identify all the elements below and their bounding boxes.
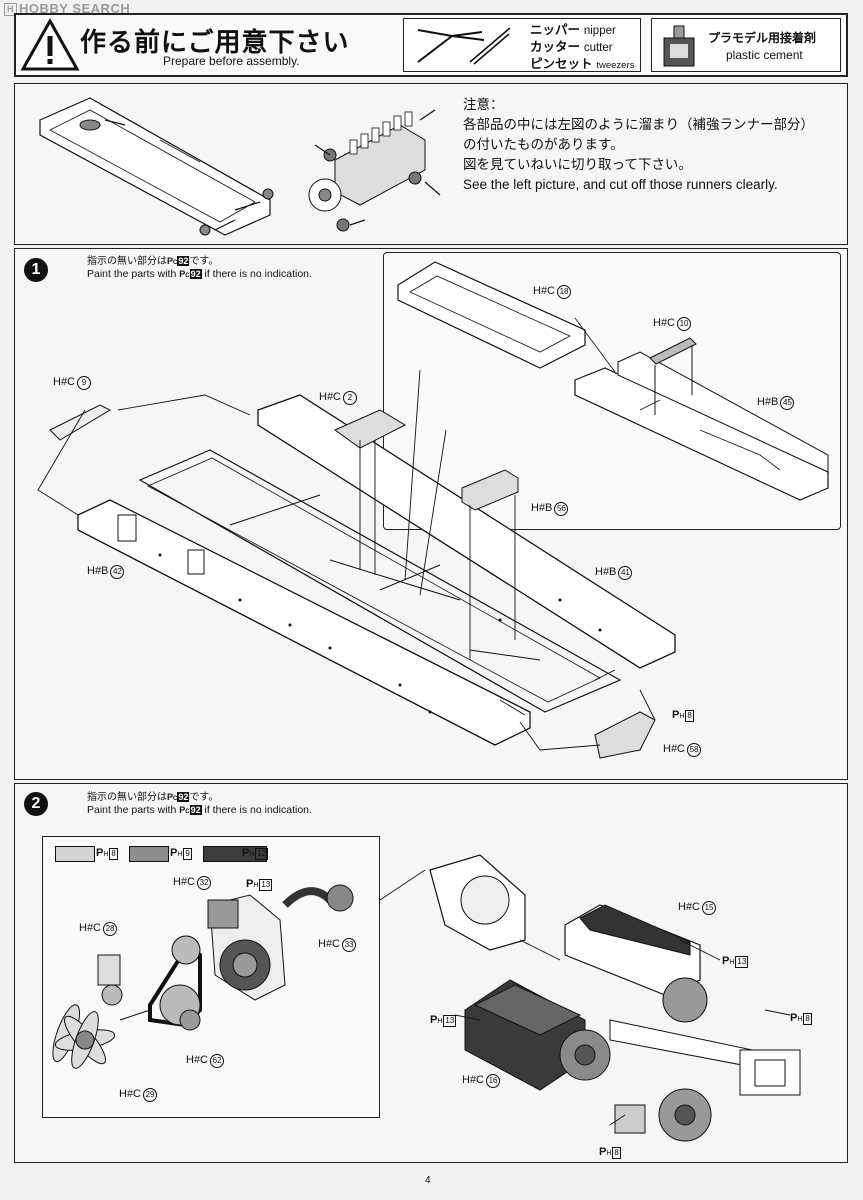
tool-tweezers: ピンセット tweezers (530, 56, 635, 71)
step1-number: 1 (24, 258, 48, 282)
color-legend-3 (203, 846, 267, 862)
tool-cutter: カッター cutter (530, 39, 613, 54)
warning-icon (20, 17, 80, 71)
tool-nipper: ニッパー nipper (530, 22, 616, 37)
chassis-illustration (37, 261, 829, 759)
page-title-en: Prepare before assembly. (163, 54, 300, 68)
step2-number: 2 (24, 792, 48, 816)
page-title: 作る前にご用意下さい (80, 28, 350, 58)
caution-note: 注意： 各部品の中には左図のように溜まり（補強ランナー部分） の付いたものがあり… (463, 95, 814, 195)
tools-icon (417, 27, 511, 65)
step2-instruction: 指示の無い部分はPC92です。 Paint the parts with PC9… (87, 792, 312, 816)
color-legend-1 (55, 846, 95, 862)
caution-heading: 注意： (463, 97, 504, 113)
step1-instruction: 指示の無い部分はPC92です。 Paint the parts with PC9… (87, 256, 312, 280)
cement-en: plastic cement (726, 48, 803, 62)
caution-line-2: の付いたものがあります。 (463, 137, 624, 153)
page-number: 4 (425, 1175, 431, 1186)
color-legend-2 (129, 846, 169, 862)
paint-code: PC92 (167, 256, 190, 266)
tools-box: ニッパー nipper カッター cutter ピンセット tweezers (403, 18, 641, 72)
cement-jp: プラモデル用接着剤 (708, 31, 817, 45)
injection-pump-illustration (308, 109, 441, 232)
caution-line-3: 図を見ていねいに切り取って下さい。 (463, 157, 692, 173)
cement-box: プラモデル用接着剤 plastic cement (651, 18, 841, 72)
caution-line-1: 各部品の中には左図のように溜まり（補強ランナー部分） (463, 117, 814, 133)
cement-bottle-icon (663, 25, 695, 67)
caution-line-en: See the left picture, and cut off those … (463, 177, 778, 192)
runner-frame-illustration (39, 97, 274, 236)
